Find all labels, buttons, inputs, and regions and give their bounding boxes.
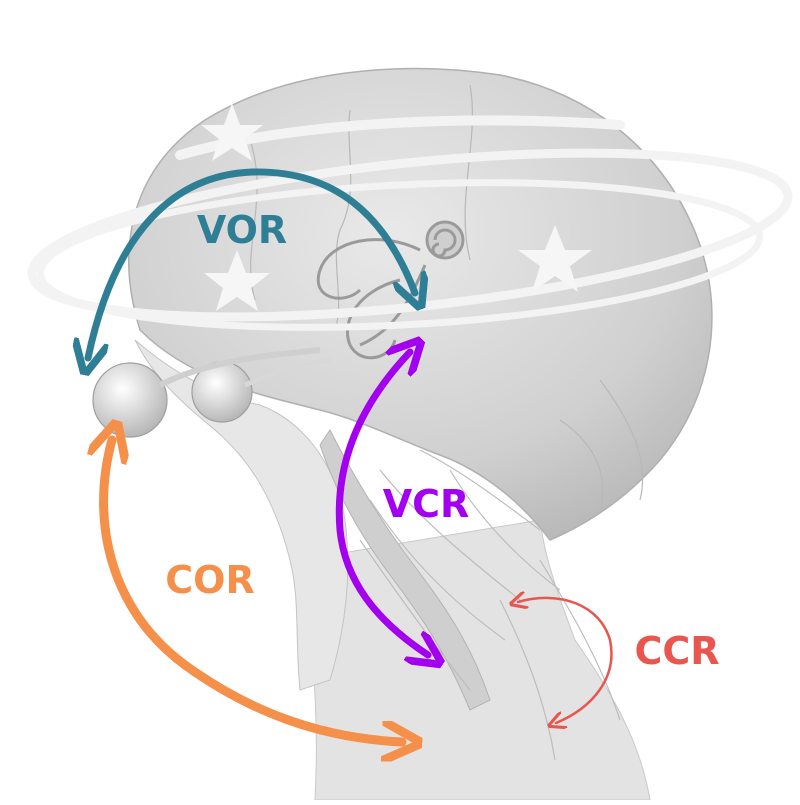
vcr-label: VCR	[383, 482, 470, 526]
head-anatomy	[92, 67, 713, 801]
star-icon	[518, 225, 592, 292]
cor-arrow	[104, 440, 402, 742]
vor-label: VOR	[197, 208, 287, 252]
neck	[299, 519, 651, 801]
cor-label: COR	[165, 558, 254, 602]
star-icon	[201, 103, 263, 161]
eyeball-icon	[92, 362, 168, 438]
ccr-arrow	[518, 598, 613, 723]
vor-arrow	[88, 168, 415, 358]
ccr-label: CCR	[634, 629, 719, 673]
